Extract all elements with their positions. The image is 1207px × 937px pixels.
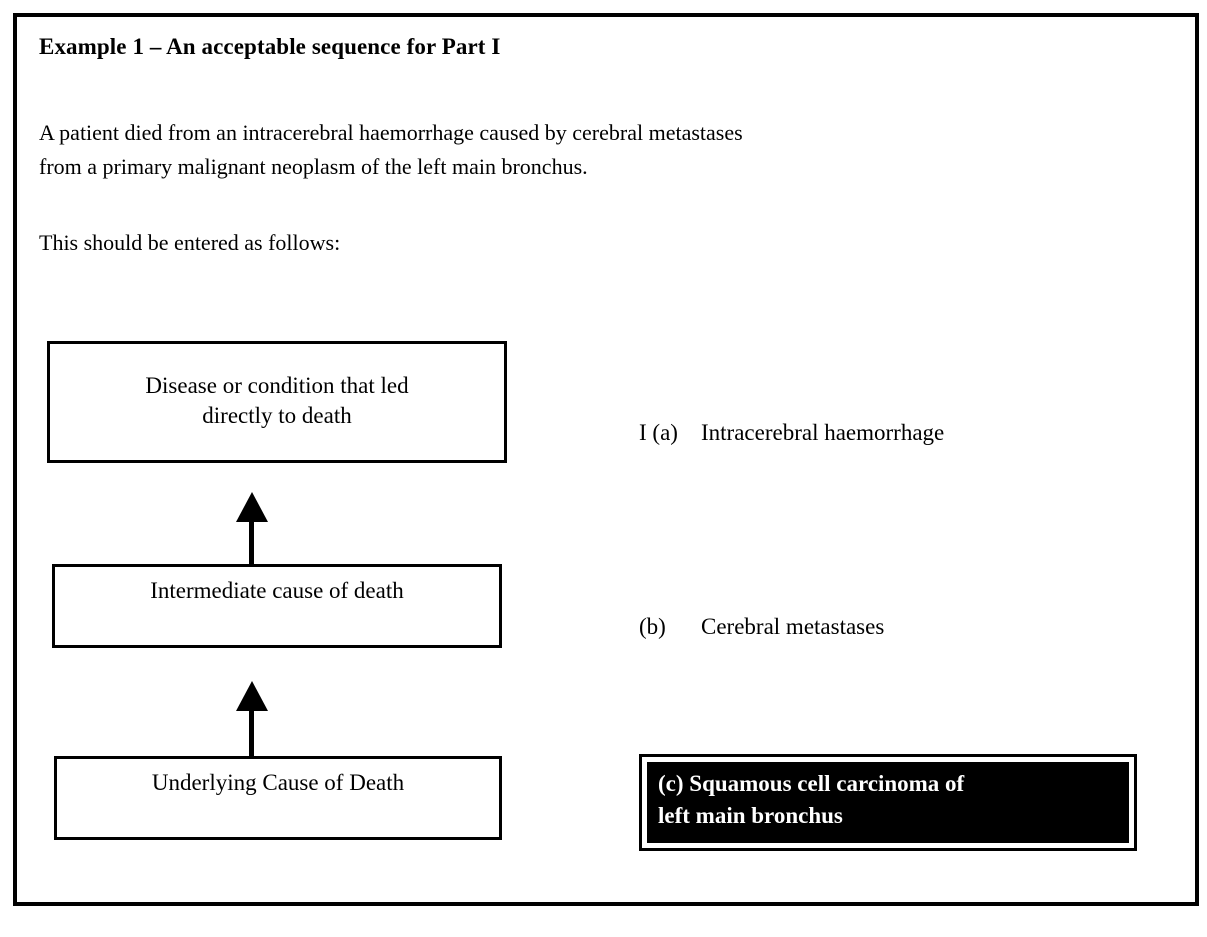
entry-b-text: Cerebral metastases (701, 614, 885, 639)
part-one-entry-b: (b) Cerebral metastases (639, 614, 884, 640)
flow-box-disease-or-condition: Disease or condition that led directly t… (47, 341, 507, 463)
intro-paragraph-line-2: from a primary malignant neoplasm of the… (39, 154, 588, 179)
flow-box-line-1: Disease or condition that led (145, 373, 409, 398)
flow-box-intermediate-cause: Intermediate cause of death (52, 564, 502, 648)
part-one-entry-c-highlight-box: (c) Squamous cell carcinoma of left main… (639, 754, 1137, 851)
flow-box-label: Disease or condition that led directly t… (145, 371, 408, 433)
intro-paragraph: A patient died from an intracerebral hae… (39, 116, 1129, 184)
example-frame: Example 1 – An acceptable sequence for P… (13, 13, 1199, 906)
arrow-shaft-icon (249, 518, 254, 567)
flow-box-label: Underlying Cause of Death (151, 770, 405, 795)
entry-b-label: (b) (639, 614, 666, 639)
arrow-up-underlying-to-intermediate-icon (236, 681, 268, 759)
flow-box-label: Intermediate cause of death (150, 578, 404, 603)
intro-paragraph-line-1: A patient died from an intracerebral hae… (39, 120, 743, 145)
arrow-shaft-icon (249, 707, 254, 759)
entry-a-text: Intracerebral haemorrhage (701, 420, 945, 445)
arrow-head-icon (236, 492, 268, 522)
flow-box-line-2: directly to death (202, 403, 352, 428)
arrow-up-intermediate-to-disease-icon (236, 492, 268, 567)
entry-c-inverted-text: (c) Squamous cell carcinoma of left main… (647, 762, 1129, 843)
part-one-entry-a: I (a) Intracerebral haemorrhage (639, 420, 944, 446)
arrow-head-icon (236, 681, 268, 711)
page-title: Example 1 – An acceptable sequence for P… (39, 34, 501, 59)
entry-a-label: I (a) (639, 420, 678, 445)
instruction-text: This should be entered as follows: (39, 230, 341, 255)
entry-c-line-2: left main bronchus (658, 803, 843, 828)
flow-box-underlying-cause: Underlying Cause of Death (54, 756, 502, 840)
entry-c-line-1: (c) Squamous cell carcinoma of (658, 771, 965, 796)
